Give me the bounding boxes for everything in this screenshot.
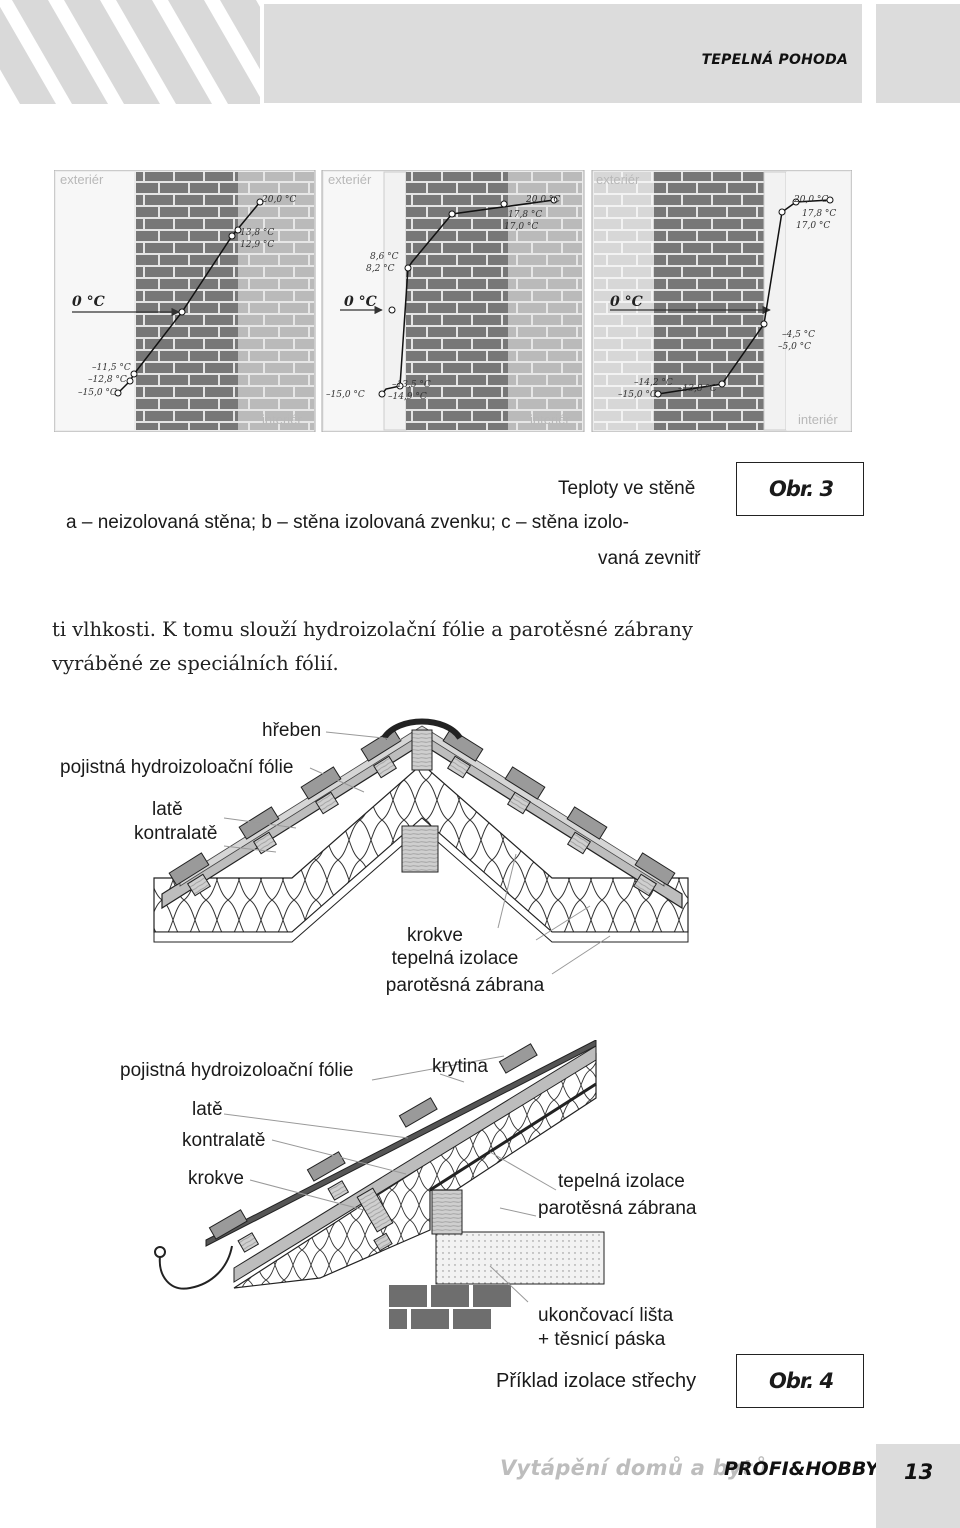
eaves-label-ukoncovaci: ukončovací lišta <box>538 1305 674 1326</box>
ridge-label-kontralate: kontralatě <box>134 823 218 844</box>
panel-c-interior: interiér <box>798 412 838 427</box>
ridge-label-krokve: krokve <box>407 925 463 946</box>
panel-b-temp: –14,9 °C <box>388 392 427 402</box>
wall-panel-a <box>53 169 316 433</box>
ridge-label-pojistna: pojistná hydroizoloační fólie <box>60 757 294 778</box>
panel-a-exterior: exteriér <box>60 172 104 187</box>
eaves-label-krytina: krytina <box>432 1056 488 1077</box>
panel-c-temp: 17,8 °C <box>802 209 837 219</box>
panel-a-temp: –15,0 °C <box>78 388 117 398</box>
panel-c-temp: –5,0 °C <box>778 342 812 352</box>
figure-4-label-box: Obr. 4 <box>736 1354 864 1408</box>
footer-page-tab: 13 <box>876 1444 960 1528</box>
panel-b-temp: –15,0 °C <box>326 390 365 400</box>
footer-magazine-title: Vytápění domů a bytů <box>500 1456 768 1480</box>
panel-c-temp: –4,5 °C <box>782 330 816 340</box>
figure-3-label-box: Obr. 3 <box>736 462 864 516</box>
panel-b-temp: 17,0 °C <box>504 222 539 232</box>
panel-a-temp: –12,8 °C <box>88 375 127 385</box>
panel-b-exterior: exteriér <box>328 172 372 187</box>
panel-a-temp: 12,9 °C <box>240 240 275 250</box>
figure-3-label: Obr. 3 <box>769 477 834 501</box>
ridge-label-hreben: hřeben <box>262 720 322 741</box>
eaves-label-pojistna: pojistná hydroizoloační fólie <box>120 1060 354 1081</box>
panel-c-zero: 0 °C <box>610 294 643 310</box>
panel-c-temp: –14,2 °C <box>634 378 673 388</box>
panel-b-interior: interiér <box>530 412 570 427</box>
eaves-label-kontralate: kontralatě <box>182 1130 266 1151</box>
header-side-tab <box>876 4 960 103</box>
panel-b-temp: 8,6 °C <box>370 252 399 262</box>
figure-4-ridge-drawing <box>140 700 700 1010</box>
ridge-label-parotesna: parotěsná zábrana <box>385 975 545 996</box>
wall-panel-b <box>321 169 585 433</box>
body-text-line1: ti vlhkosti. K tomu slouží hydroizolační… <box>52 618 693 641</box>
panel-a-temp: –11,5 °C <box>92 363 131 373</box>
eaves-label-late: latě <box>192 1099 223 1120</box>
eaves-label-tesnici: + těsnicí páska <box>538 1329 666 1350</box>
panel-c-temp: –15,0 °C <box>618 390 657 400</box>
figure-3-caption-title: Teploty ve stěně <box>558 478 696 499</box>
panel-c-temp: 17,0 °C <box>796 221 831 231</box>
figure-4-caption: Příklad izolace střechy <box>496 1370 697 1392</box>
figure-4-label: Obr. 4 <box>769 1369 834 1393</box>
figure-3-caption-line2: vaná zevnitř <box>598 548 701 569</box>
eaves-label-parotesna: parotěsná zábrana <box>538 1198 697 1219</box>
panel-c-temp: –13,8 °C <box>678 384 717 394</box>
figure-4-eaves-drawing <box>140 1039 620 1331</box>
header-stripes <box>0 0 260 104</box>
figure-3-caption-line1: a – neizolovaná stěna; b – stěna izolova… <box>66 512 629 533</box>
body-text-line2: vyráběné ze speciálních fólií. <box>52 652 339 675</box>
panel-a-zero: 0 °C <box>72 294 105 310</box>
ridge-label-tepelna: tepelná izolace <box>391 948 519 969</box>
panel-c-temp: 20,0 °C <box>794 195 829 205</box>
wall-panel-c <box>591 169 853 433</box>
panel-b-temp: 8,2 °C <box>366 264 395 274</box>
panel-a-interior: interiér <box>262 412 302 427</box>
panel-b-temp: 17,8 °C <box>508 210 543 220</box>
panel-b-temp: 20,0 °C <box>526 195 561 205</box>
page-number: 13 <box>904 1460 934 1484</box>
running-title: TEPELNÁ POHODA <box>701 52 848 68</box>
footer-brand: PROFI&HOBBY <box>724 1458 880 1480</box>
panel-b-temp: –13,5 °C <box>392 380 431 390</box>
eaves-label-krokve: krokve <box>188 1168 244 1189</box>
eaves-label-tepelna: tepelná izolace <box>558 1171 685 1192</box>
ridge-label-late: latě <box>152 799 183 820</box>
panel-a-temp: 13,8 °C <box>240 228 275 238</box>
header-bar: TEPELNÁ POHODA <box>264 4 862 103</box>
panel-c-exterior: exteriér <box>596 172 640 187</box>
panel-a-temp: 20,0 °C <box>262 195 297 205</box>
figure-3-illustration: exteriér interiér 0 °C 20,0 °C 13,8 °C 1… <box>53 169 853 433</box>
panel-b-zero: 0 °C <box>344 294 377 310</box>
